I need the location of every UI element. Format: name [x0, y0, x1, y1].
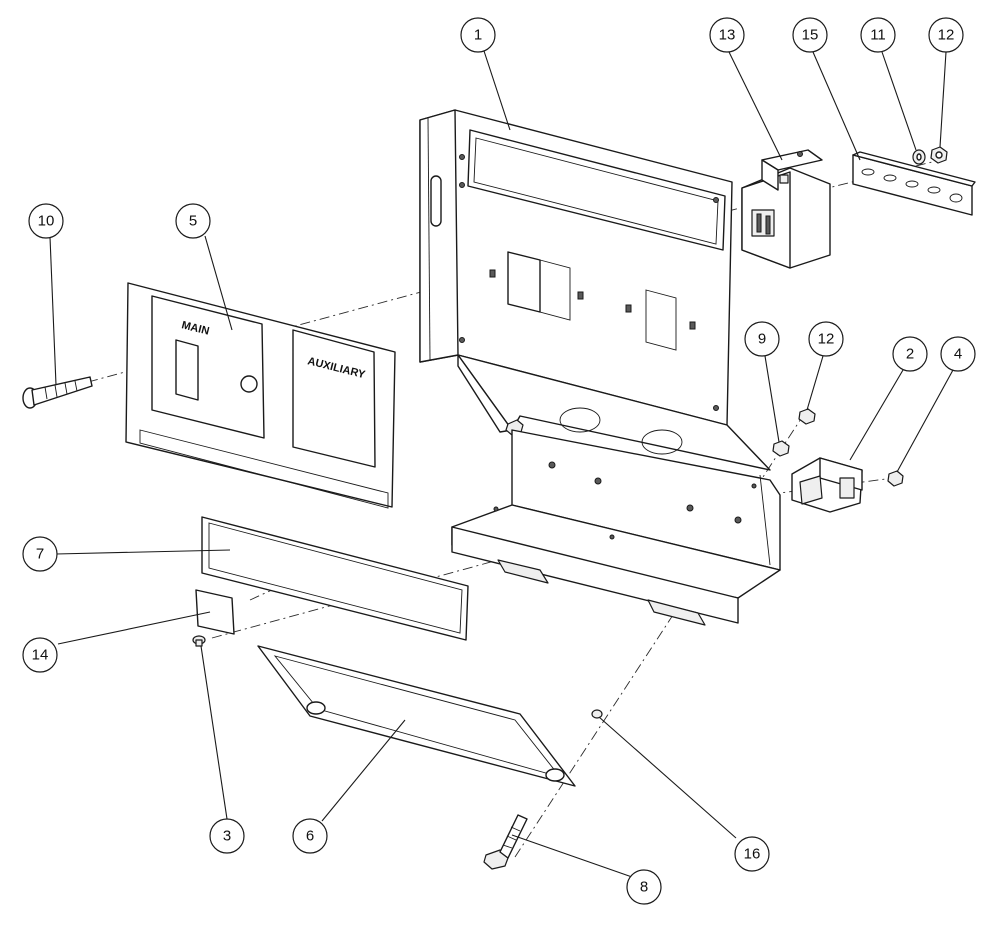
small-washer [591, 709, 603, 719]
callout-2: 2 [892, 336, 928, 372]
callout-15: 15 [792, 17, 828, 53]
callout-1: 1 [460, 17, 496, 53]
callout-15-text: 15 [802, 27, 819, 44]
small-plate [195, 589, 235, 635]
nut-part-12-mid [798, 408, 816, 425]
circuit-breaker [741, 149, 831, 269]
leader-lines [49, 50, 954, 878]
callout-12-top: 12 [928, 17, 964, 53]
callout-16-text: 16 [744, 846, 761, 863]
bottom-cover-plate [257, 645, 576, 787]
hex-bolt [483, 814, 528, 870]
nut-part-4 [887, 470, 904, 487]
callout-6: 6 [292, 818, 328, 854]
callout-9: 9 [744, 321, 780, 357]
nut-part-12-top [930, 146, 948, 164]
callout-16: 16 [734, 836, 770, 872]
callout-5-text: 5 [189, 213, 197, 230]
callout-10-text: 10 [38, 213, 55, 230]
callout-1-text: 1 [474, 27, 482, 44]
callout-11: 11 [860, 17, 896, 53]
front-cover-panel: MAIN AUXILIARY [125, 282, 396, 509]
callout-13: 13 [709, 17, 745, 53]
relay-block [791, 457, 863, 513]
washer-part-11 [912, 149, 926, 165]
callout-7-text: 7 [36, 546, 44, 563]
din-rail [852, 151, 976, 216]
callout-10: 10 [28, 203, 64, 239]
callout-14: 14 [22, 637, 58, 673]
main-bracket [419, 109, 781, 626]
callout-5: 5 [175, 203, 211, 239]
callout-3-text: 3 [223, 828, 231, 845]
callout-7: 7 [22, 536, 58, 572]
callout-8: 8 [626, 869, 662, 905]
callout-2-text: 2 [906, 346, 914, 363]
long-bolt [22, 376, 93, 409]
callout-3: 3 [209, 818, 245, 854]
callout-9-text: 9 [758, 331, 766, 348]
callout-4: 4 [940, 336, 976, 372]
callout-8-text: 8 [640, 879, 648, 896]
callout-14-text: 14 [32, 647, 49, 664]
screw-part-3 [192, 635, 206, 647]
callout-6-text: 6 [306, 828, 314, 845]
callout-12-mid-text: 12 [818, 331, 835, 348]
callout-4-text: 4 [954, 346, 962, 363]
callout-12-top-text: 12 [938, 27, 955, 44]
callout-13-text: 13 [719, 27, 736, 44]
callout-12-mid: 12 [808, 321, 844, 357]
nut-part-9 [772, 440, 790, 457]
label-plate [201, 516, 469, 641]
callout-11-text: 11 [870, 27, 886, 44]
